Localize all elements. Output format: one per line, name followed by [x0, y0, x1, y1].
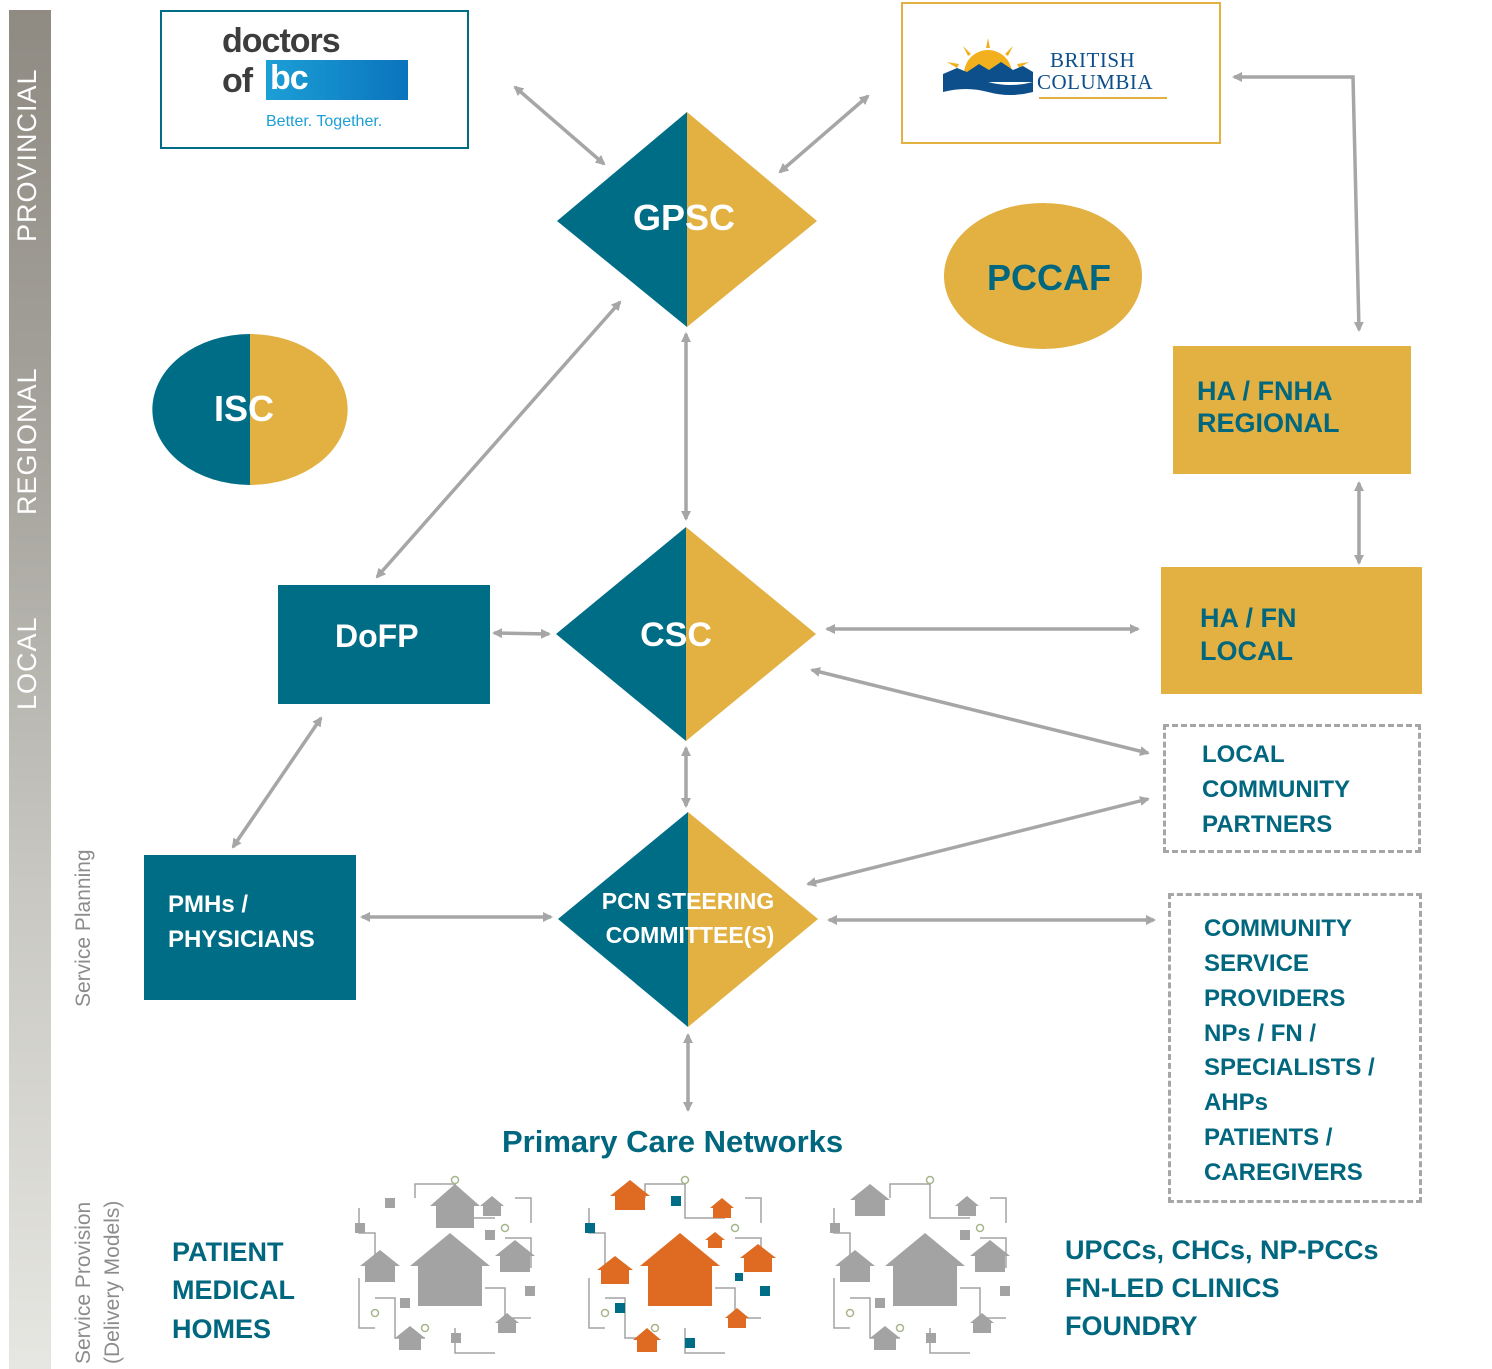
level-sidebar: PROVINCIAL REGIONAL LOCAL — [9, 10, 51, 1369]
csp-line2: SERVICE — [1204, 950, 1309, 977]
local-community-partners-line1: LOCAL — [1202, 741, 1285, 768]
house-network-icon-grey — [355, 1175, 535, 1354]
bc-logo-underline — [1039, 97, 1167, 99]
bc-logo-line1: BRITISH — [1050, 48, 1136, 72]
patient-medical-homes-line1: PATIENT — [172, 1237, 284, 1267]
local-community-partners-line2: COMMUNITY — [1202, 776, 1350, 803]
pccaf-ellipse: PCCAF — [944, 203, 1142, 349]
pmhs-line1: PMHs / — [168, 891, 249, 918]
pcn-steering-diamond: PCN STEERING COMMITTEE(S) — [558, 812, 818, 1027]
gpsc-label: GPSC — [633, 197, 735, 238]
isc-label: ISC — [214, 388, 274, 429]
dofp-box: DoFP — [278, 585, 490, 704]
arrow-dofp-pmhs — [231, 716, 323, 849]
pmhs-physicians-box: PMHs / PHYSICIANS — [144, 855, 356, 1000]
other-models-line3: FOUNDRY — [1065, 1311, 1198, 1341]
bc-logo-line2: COLUMBIA — [1037, 70, 1154, 94]
local-community-partners-box: LOCAL COMMUNITY PARTNERS — [1163, 724, 1421, 853]
arrow-bc-gpsc — [778, 94, 870, 174]
other-models-line1: UPCCs, CHCs, NP-PCCs — [1065, 1235, 1379, 1265]
doctors-logo-bc-block: bc — [266, 59, 408, 100]
ha-fn-local-line1: HA / FN — [1200, 603, 1297, 633]
csp-line7: PATIENTS / — [1204, 1124, 1333, 1151]
arrow-pcn-community-partners — [806, 796, 1150, 887]
local-community-partners-line3: PARTNERS — [1202, 811, 1333, 838]
csp-line3: PROVIDERS — [1204, 985, 1346, 1012]
house-network-icon-grey-2 — [830, 1175, 1010, 1354]
doctors-of-bc-logo: doctors of bc Better. Together. — [160, 10, 469, 149]
dofp-label: DoFP — [335, 618, 419, 654]
patient-medical-homes-line2: MEDICAL — [172, 1275, 295, 1305]
csc-label: CSC — [640, 616, 712, 654]
pmhs-line2: PHYSICIANS — [168, 926, 315, 953]
ha-fn-local-box: HA / FN LOCAL — [1161, 567, 1422, 694]
arrow-doctors-gpsc — [513, 85, 606, 166]
doctors-logo-of: of — [222, 62, 253, 100]
other-models-line2: FN-LED CLINICS — [1065, 1273, 1280, 1303]
doctors-logo-bc: bc — [270, 59, 309, 97]
primary-care-networks-title: Primary Care Networks — [502, 1124, 844, 1159]
arrow-dofp-csc — [492, 628, 551, 639]
community-service-providers-box: COMMUNITY SERVICE PROVIDERS NPs / FN / S… — [1168, 893, 1422, 1203]
csp-line4: NPs / FN / — [1204, 1020, 1317, 1047]
patient-medical-homes-line3: HOMES — [172, 1314, 272, 1344]
csp-line6: AHPs — [1204, 1089, 1269, 1116]
pccaf-label: PCCAF — [987, 257, 1111, 298]
doctors-logo-tagline: Better. Together. — [266, 113, 383, 130]
pcn-steering-line1: PCN STEERING — [602, 888, 775, 914]
csp-line1: COMMUNITY — [1204, 915, 1352, 942]
pcn-steering-line2: COMMITTEE(S) — [606, 922, 775, 948]
house-network-icon-orange — [585, 1175, 776, 1354]
doctors-logo-line1: doctors — [222, 22, 341, 60]
arrow-bc-ha-regional — [1232, 72, 1364, 332]
arrow-csc-community-partners — [810, 667, 1150, 756]
ha-fn-local-line2: LOCAL — [1200, 636, 1293, 666]
gpsc-diamond: GPSC — [557, 112, 817, 327]
csc-diamond: CSC — [556, 527, 816, 741]
csp-line5: SPECIALISTS / — [1204, 1054, 1375, 1081]
arrow-gpsc-dofp — [375, 300, 622, 579]
ha-fnha-regional-line2: REGIONAL — [1197, 408, 1340, 438]
british-columbia-logo: BRITISH COLUMBIA — [901, 2, 1221, 144]
csp-line8: CAREGIVERS — [1204, 1159, 1363, 1186]
isc-ellipse: ISC — [152, 334, 348, 485]
bc-sunrise-icon — [943, 38, 1033, 95]
ha-fnha-regional-line1: HA / FNHA — [1197, 376, 1333, 406]
ha-fnha-regional-box: HA / FNHA REGIONAL — [1173, 346, 1411, 474]
